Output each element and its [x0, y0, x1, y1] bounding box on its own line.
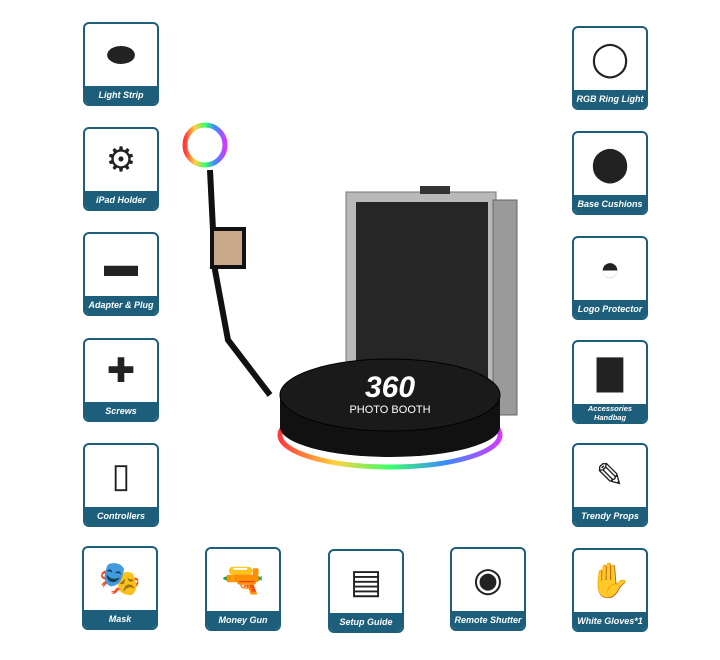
accessory-label: Base Cushions: [574, 195, 646, 213]
accessory-label: Trendy Props: [574, 507, 646, 525]
turntable-icon: ⬬: [106, 35, 136, 74]
accessory-card: ◓ Logo Protector: [572, 236, 648, 320]
accessory-label: iPad Holder: [85, 191, 157, 209]
props-icon: ✎: [595, 457, 625, 495]
accessory-label: Controllers: [85, 507, 157, 525]
accessory-card: ⚙ iPad Holder: [83, 127, 159, 211]
bag-icon: ▇: [596, 354, 624, 392]
cushion-icon: ⬤: [590, 145, 630, 183]
gloves-icon: ✋: [588, 562, 632, 600]
money-gun-icon: 🔫: [221, 561, 265, 599]
accessory-label: Logo Protector: [574, 300, 646, 318]
accessory-card: ✋ White Gloves*1: [572, 548, 648, 632]
accessory-card: ⬬ Light Strip: [83, 22, 159, 106]
knob-icon: ✚: [106, 352, 136, 390]
accessory-label: RGB Ring Light: [574, 90, 646, 108]
accessory-card: ◉ Remote Shutter: [450, 547, 526, 631]
accessory-card: 🎭 Mask: [82, 546, 158, 630]
accessory-label: Light Strip: [85, 86, 157, 104]
accessory-label: White Gloves*1: [574, 612, 646, 630]
clamp-icon: ⚙: [105, 141, 137, 179]
dome-icon: ◓: [599, 249, 621, 288]
accessory-label: Remote Shutter: [452, 611, 524, 629]
accessory-card: ✚ Screws: [83, 338, 159, 422]
accessory-card: ✎ Trendy Props: [572, 443, 648, 527]
ring-light-icon: ◯: [590, 40, 630, 78]
accessory-label: Adapter & Plug: [85, 296, 157, 314]
accessory-label: Mask: [84, 610, 156, 628]
accessory-label: Money Gun: [207, 611, 279, 629]
accessory-card: ▤ Setup Guide: [328, 549, 404, 633]
logo-subtitle: PHOTO BOOTH: [349, 404, 430, 416]
accessory-card: ▬ Adapter & Plug: [83, 232, 159, 316]
accessory-card: ◯ RGB Ring Light: [572, 26, 648, 110]
accessory-label: Accessories Handbag: [574, 404, 646, 422]
accessory-label: Screws: [85, 402, 157, 420]
logo-360: 360: [365, 371, 415, 404]
adapter-icon: ▬: [104, 245, 138, 284]
photo-booth-product-image: 360 PHOTO BOOTH: [170, 110, 550, 490]
accessory-label: Setup Guide: [330, 613, 402, 631]
turntable: 360 PHOTO BOOTH: [277, 358, 503, 470]
accessory-card: ▯ Controllers: [83, 443, 159, 527]
accessory-card: ⬤ Base Cushions: [572, 131, 648, 215]
remote-icon: ▯: [111, 457, 131, 495]
mask-icon: 🎭: [98, 560, 142, 598]
selfie-arm: [182, 122, 273, 397]
accessory-card: 🔫 Money Gun: [205, 547, 281, 631]
shutter-icon: ◉: [473, 561, 503, 599]
accessory-card: ▇ Accessories Handbag: [572, 340, 648, 424]
manual-icon: ▤: [349, 563, 383, 601]
